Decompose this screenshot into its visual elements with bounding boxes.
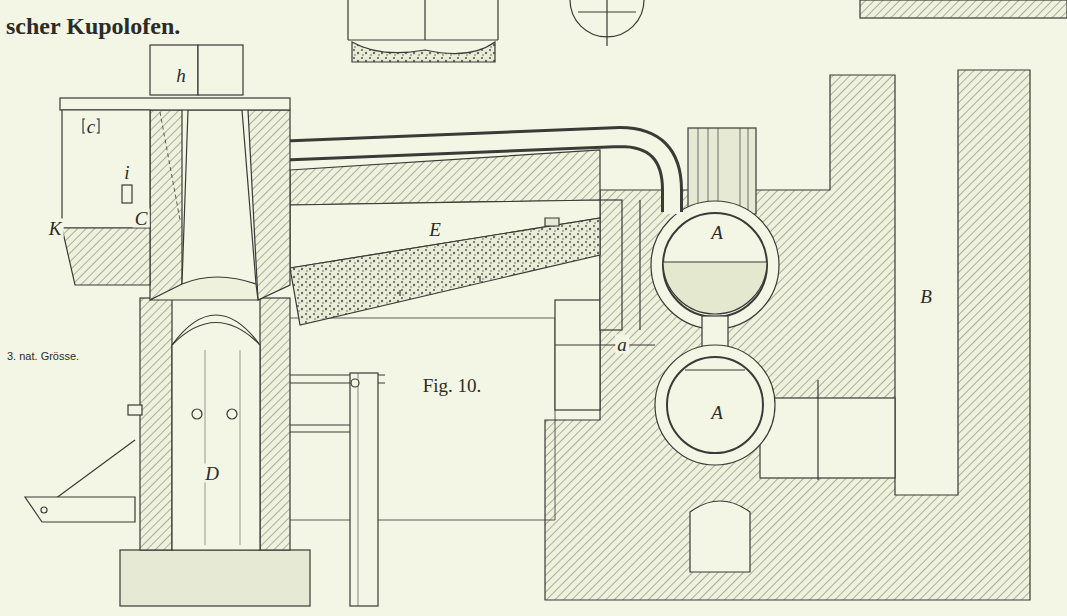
part-letter: h: [174, 66, 188, 85]
figure-title: scher Kupolofen.: [6, 14, 180, 38]
part-letter: B: [918, 287, 934, 306]
part-letter: i: [122, 163, 131, 182]
part-letter: K: [47, 219, 64, 238]
part-letter: D: [203, 464, 221, 483]
part-letter: A: [709, 403, 725, 422]
part-letter: E: [427, 220, 443, 239]
figure-number: Fig. 10.: [421, 376, 484, 395]
part-letter: a: [615, 335, 629, 354]
part-letter: c: [85, 117, 97, 136]
part-letter: A: [709, 223, 725, 242]
scale-note: 3. nat. Grösse.: [5, 351, 81, 362]
part-letter: C: [133, 209, 150, 228]
